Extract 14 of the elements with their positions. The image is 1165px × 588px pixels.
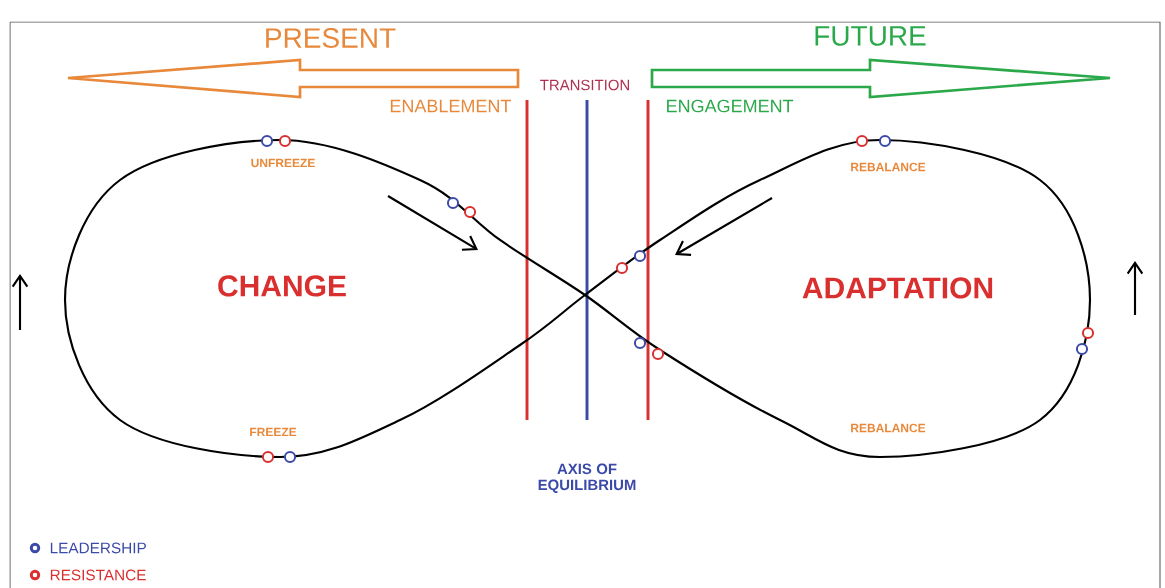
legend-text: RESISTANCE [50, 569, 146, 581]
stage-label: REBALANCE [851, 423, 926, 433]
stage-label: REBALANCE [851, 162, 926, 172]
legend-text: LEADERSHIP [50, 542, 146, 554]
loop-title: CHANGE [218, 275, 346, 297]
label-text: ENGAGEMENT [667, 99, 794, 113]
heading-text: FUTURE [815, 26, 926, 46]
heading-text: PRESENT [266, 28, 396, 48]
stage-label: UNFREEZE [251, 158, 315, 168]
axis-label: AXIS OF EQUILIBRIUM [538, 463, 636, 493]
label-text: TRANSITION [540, 79, 629, 91]
loop-title: ADAPTATION [802, 277, 993, 299]
label-text: ENABLEMENT [390, 99, 511, 113]
stage-label: FREEZE [250, 427, 297, 437]
